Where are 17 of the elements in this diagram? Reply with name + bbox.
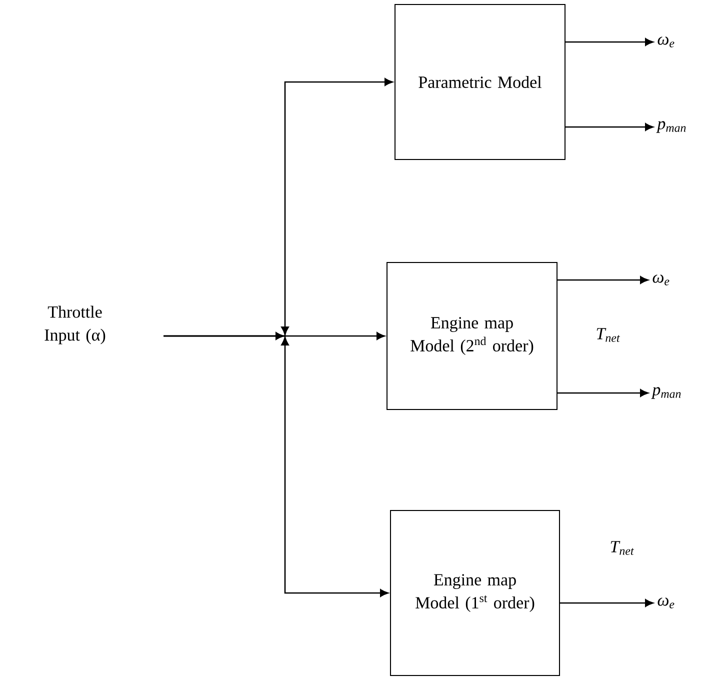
process-box: Engine map Model (2$^{nd}$ order)	[386, 262, 558, 410]
output-label: ω$_{e}$	[658, 36, 674, 48]
arrow	[164, 326, 388, 597]
arrow	[566, 38, 654, 46]
output-label: p$_{man}$	[651, 387, 681, 399]
arrow	[560, 599, 654, 607]
arrow	[566, 123, 654, 131]
output-label: p$_{man}$	[656, 121, 686, 133]
arrow	[558, 389, 648, 397]
signal-label: T$_{net}$	[596, 328, 620, 342]
arrow	[558, 276, 648, 284]
output-label: ω$_{e}$	[658, 598, 674, 608]
process-box: Parametric Model	[394, 4, 566, 160]
output-label: ω$_{e}$	[652, 274, 670, 286]
input-label: Throttle Input (α)	[44, 306, 106, 344]
process-box: Engine map Model (1$^{st}$ order)	[390, 510, 560, 676]
signal-label: T$_{net}$	[610, 541, 634, 555]
